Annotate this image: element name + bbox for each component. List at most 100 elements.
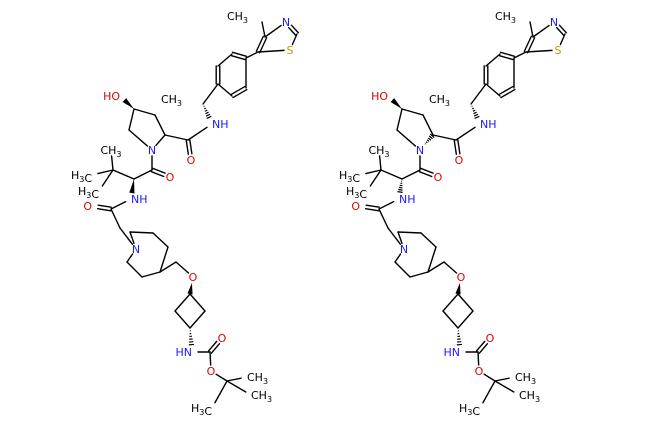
atom-label-n-thz: N bbox=[550, 16, 558, 29]
bond-cC-oC1-a bbox=[478, 343, 489, 354]
bond-p1-p2 bbox=[129, 231, 154, 234]
bond-cAm-oAm-b bbox=[189, 139, 193, 155]
bond-cb2-cb3 bbox=[442, 310, 459, 329]
bond-cg-cd bbox=[396, 108, 403, 131]
bond-p4-p5 bbox=[409, 271, 429, 278]
bond-c4-c5-a bbox=[523, 35, 533, 52]
atom-label-me-eth: CH3 bbox=[429, 93, 450, 108]
bond-cq-tbC bbox=[101, 169, 114, 187]
bond-nPro-ca-dash bbox=[427, 137, 432, 141]
bond-nPip-p1 bbox=[397, 231, 403, 245]
bond-cT-oT-a bbox=[150, 170, 165, 178]
bond-cg-cd bbox=[128, 108, 135, 131]
bond-cT-oT-b bbox=[151, 167, 166, 174]
bond-cC-oC2 bbox=[209, 351, 212, 366]
bond-nPro-ca-dash bbox=[429, 133, 435, 138]
atom-label-ho: HO bbox=[371, 90, 388, 103]
atom-label-nh-carb: HN bbox=[444, 346, 461, 359]
bond-oC2-cqB bbox=[215, 373, 228, 382]
bond-ph5-ph6-a bbox=[500, 88, 516, 99]
bond-cAc-ch2 bbox=[110, 208, 121, 229]
bond-c4-c5-a bbox=[255, 35, 265, 52]
atom-label-n-pro: N bbox=[148, 144, 156, 157]
bond-nPro-ca bbox=[155, 134, 166, 147]
bond-caT-nhT bbox=[129, 179, 135, 194]
atom-label-n-thz: N bbox=[282, 16, 290, 29]
bond-cAm-oAm-a bbox=[453, 139, 458, 156]
atom-label-nh-tleu: NH bbox=[131, 193, 148, 206]
bond-cb3-cb4 bbox=[189, 310, 206, 329]
bond-cb3-cb4 bbox=[457, 310, 474, 329]
bond-ch2-nPip bbox=[387, 227, 402, 245]
bond-ph4-cEth bbox=[470, 83, 487, 105]
bond-oC2-cqB bbox=[483, 373, 496, 382]
bond-caT-nhT-dash bbox=[397, 191, 403, 193]
atom-label-boc-ch3-c: H3C bbox=[191, 402, 212, 418]
atom-label-nh-carb: HN bbox=[176, 346, 193, 359]
atom-label-tbu-ch3-b: H3C bbox=[71, 169, 92, 185]
bond-ph2-ph3 bbox=[217, 53, 233, 67]
bond-p3-p4 bbox=[159, 246, 169, 273]
bond-cC-oC2 bbox=[477, 351, 480, 366]
atom-label-nh-tleu: NH bbox=[399, 193, 416, 206]
bond-cEth-nh bbox=[203, 105, 212, 120]
bond-cqB-bA bbox=[494, 377, 510, 382]
bond-ph5-ph6-a bbox=[232, 88, 248, 99]
bond-nh-cAm bbox=[187, 126, 208, 141]
bond-cEth-nh-dash bbox=[472, 109, 476, 112]
bond-c5-ph1 bbox=[513, 51, 527, 59]
bond-caT-nhT-dash bbox=[398, 186, 403, 189]
bond-c4-c5-b bbox=[526, 37, 536, 54]
bond-c4-c5-b bbox=[258, 37, 268, 54]
bond-cq-tbC bbox=[369, 169, 382, 187]
bond-cb-cg bbox=[401, 108, 424, 116]
atom-label-me-eth: CH3 bbox=[161, 93, 182, 108]
atom-label-boc-ch3-a: CH3 bbox=[515, 371, 536, 386]
bond-s-c2 bbox=[559, 33, 566, 46]
bond-ph4-ph5 bbox=[485, 83, 501, 97]
atom-label-o-carb2: O bbox=[475, 365, 484, 378]
bond-p2-p3 bbox=[420, 232, 437, 248]
bond-p3-p4 bbox=[427, 246, 437, 273]
bond-c5-s bbox=[257, 49, 285, 53]
atom-label-o-acetyl: O bbox=[351, 200, 360, 213]
bond-ph1-ph2-b bbox=[230, 55, 247, 61]
bond-cg-ho bbox=[390, 98, 402, 109]
bond-nPro-ca bbox=[424, 133, 435, 145]
bond-c2-n-a bbox=[290, 24, 300, 34]
atom-label-o-amide: O bbox=[455, 154, 464, 167]
atom-label-tbu-ch3-b: H3C bbox=[339, 169, 360, 185]
bond-nPro-ca-dash bbox=[428, 135, 433, 140]
bond-cq-tbB bbox=[97, 169, 114, 175]
bond-cAm-ca bbox=[432, 134, 457, 141]
atom-label-boc-ch3-a: CH3 bbox=[247, 371, 268, 386]
bond-cqB-bA bbox=[226, 377, 242, 382]
bond-p2-p3 bbox=[152, 232, 169, 248]
bond-p1-p2 bbox=[397, 231, 422, 234]
bond-c5-s bbox=[525, 49, 553, 53]
bond-cC-oC1-a bbox=[210, 343, 221, 354]
bond-nhT-cAc bbox=[378, 200, 395, 210]
bond-ph4-cEth bbox=[202, 83, 219, 105]
bond-cEth-nh-dash bbox=[471, 107, 475, 110]
bond-cT-caT bbox=[401, 169, 421, 180]
bond-nPip-p1 bbox=[129, 231, 135, 245]
bond-cq-tbA bbox=[378, 155, 382, 171]
bond-ph4-ph5 bbox=[217, 83, 233, 97]
bond-cEth-nh-dash bbox=[204, 109, 208, 112]
atom-label-o-carb2: O bbox=[207, 365, 216, 378]
bond-cEth-nh-dash bbox=[205, 113, 211, 117]
bond-cq-tbB bbox=[365, 169, 382, 175]
atom-label-nh-amide: NH bbox=[212, 118, 229, 131]
bond-cEth-nh-dash bbox=[474, 115, 480, 120]
bond-cAc-oAc-a bbox=[365, 204, 380, 208]
atom-label-o-amide: O bbox=[187, 154, 196, 167]
atom-label-n-pro: N bbox=[416, 144, 424, 157]
atom-label-s-thz: S bbox=[287, 44, 294, 57]
bond-cAc-ch2 bbox=[378, 208, 389, 229]
bond-cqB-bC bbox=[482, 380, 496, 404]
bond-p4-cPip4 bbox=[159, 261, 177, 273]
bond-caT-cq bbox=[380, 169, 403, 180]
